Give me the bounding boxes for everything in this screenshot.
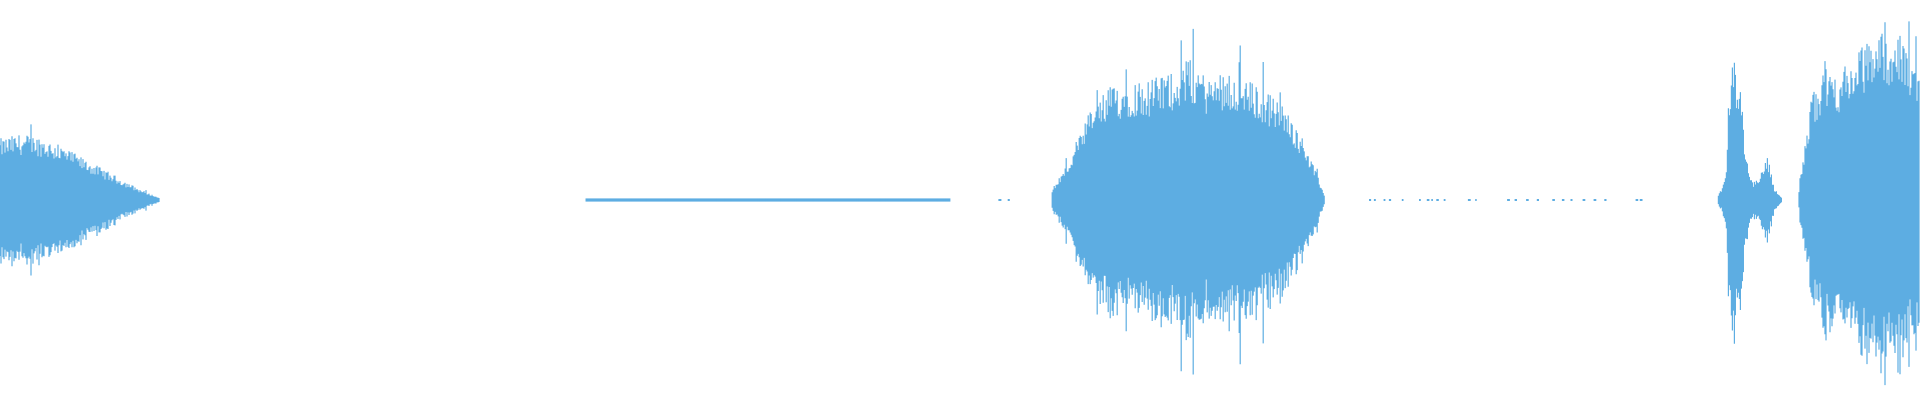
waveform-hum-tick <box>794 198 797 202</box>
waveform-dot <box>1401 199 1404 201</box>
waveform-dot <box>1383 199 1386 201</box>
waveform-dot <box>1475 199 1477 201</box>
waveform-dot <box>1431 199 1433 201</box>
waveform-dot <box>1561 199 1565 201</box>
waveform-hum-tick <box>936 198 938 202</box>
waveform-hum-tick <box>629 198 632 202</box>
waveform-dot <box>1369 199 1372 201</box>
waveform-hum-tick <box>744 198 746 202</box>
waveform-dot <box>1536 199 1539 201</box>
waveform-dot <box>1593 199 1597 201</box>
waveform-segment-burst <box>1798 21 1920 386</box>
waveform-hum-tick <box>879 198 881 202</box>
waveform-hum-tick <box>665 198 668 202</box>
waveform-hum-tick <box>765 198 768 202</box>
waveform-hum-tick <box>903 198 906 202</box>
waveform-segment-dots <box>998 199 1010 201</box>
waveform-dot <box>1436 199 1439 201</box>
waveform-dot <box>1419 199 1421 201</box>
waveform-dot <box>1552 199 1555 201</box>
waveform-hum-tick <box>923 198 925 202</box>
waveform-segment-dots <box>1369 199 1643 201</box>
waveform-hum-tick <box>943 198 946 202</box>
waveform-dot <box>1426 199 1430 201</box>
waveform-dot <box>1388 199 1392 201</box>
waveform-dot <box>1373 199 1376 201</box>
waveform-dot <box>1570 199 1573 201</box>
waveform-dot <box>1443 199 1446 201</box>
waveform-hum-tick <box>850 198 852 202</box>
waveform-dot <box>1526 199 1529 201</box>
waveform-segment-burst <box>1051 28 1325 375</box>
waveform-hum-tick <box>690 198 692 202</box>
waveform-hum-tick <box>833 198 836 202</box>
waveform-hum-tick <box>812 198 814 202</box>
waveform-body <box>1051 28 1325 375</box>
waveform-hum-tick <box>683 198 685 202</box>
waveform-dot <box>1604 199 1607 201</box>
waveform-dot <box>1007 199 1010 201</box>
waveform-hum-tick <box>910 198 912 202</box>
waveform-hum-tick <box>730 198 732 202</box>
waveform-hum-tick <box>779 198 781 202</box>
waveform-body <box>1717 62 1782 344</box>
waveform-segment-hum <box>585 198 951 202</box>
waveform-hum-line <box>585 198 951 202</box>
waveform-hum-tick <box>645 198 647 202</box>
waveform-hum-tick <box>607 198 610 202</box>
waveform-hum-tick <box>585 198 588 202</box>
waveform-hum-tick <box>856 198 859 202</box>
waveform-hum-tick <box>885 198 888 202</box>
waveform-dot <box>1639 199 1643 201</box>
waveform-dot <box>1507 199 1510 201</box>
waveform-dot <box>1582 199 1586 201</box>
waveform-dot <box>1635 199 1639 201</box>
waveform-segment-burst <box>0 124 160 276</box>
waveform-body <box>0 124 160 276</box>
waveform-hum-tick <box>757 198 760 202</box>
waveform-body <box>1798 21 1920 386</box>
waveform-segment-spike <box>1717 62 1782 344</box>
waveform-dot <box>1514 199 1517 201</box>
waveform-hum-tick <box>724 198 726 202</box>
waveform-hum-tick <box>715 198 717 202</box>
waveform-dot <box>1467 199 1471 201</box>
waveform-dot <box>998 199 1002 201</box>
